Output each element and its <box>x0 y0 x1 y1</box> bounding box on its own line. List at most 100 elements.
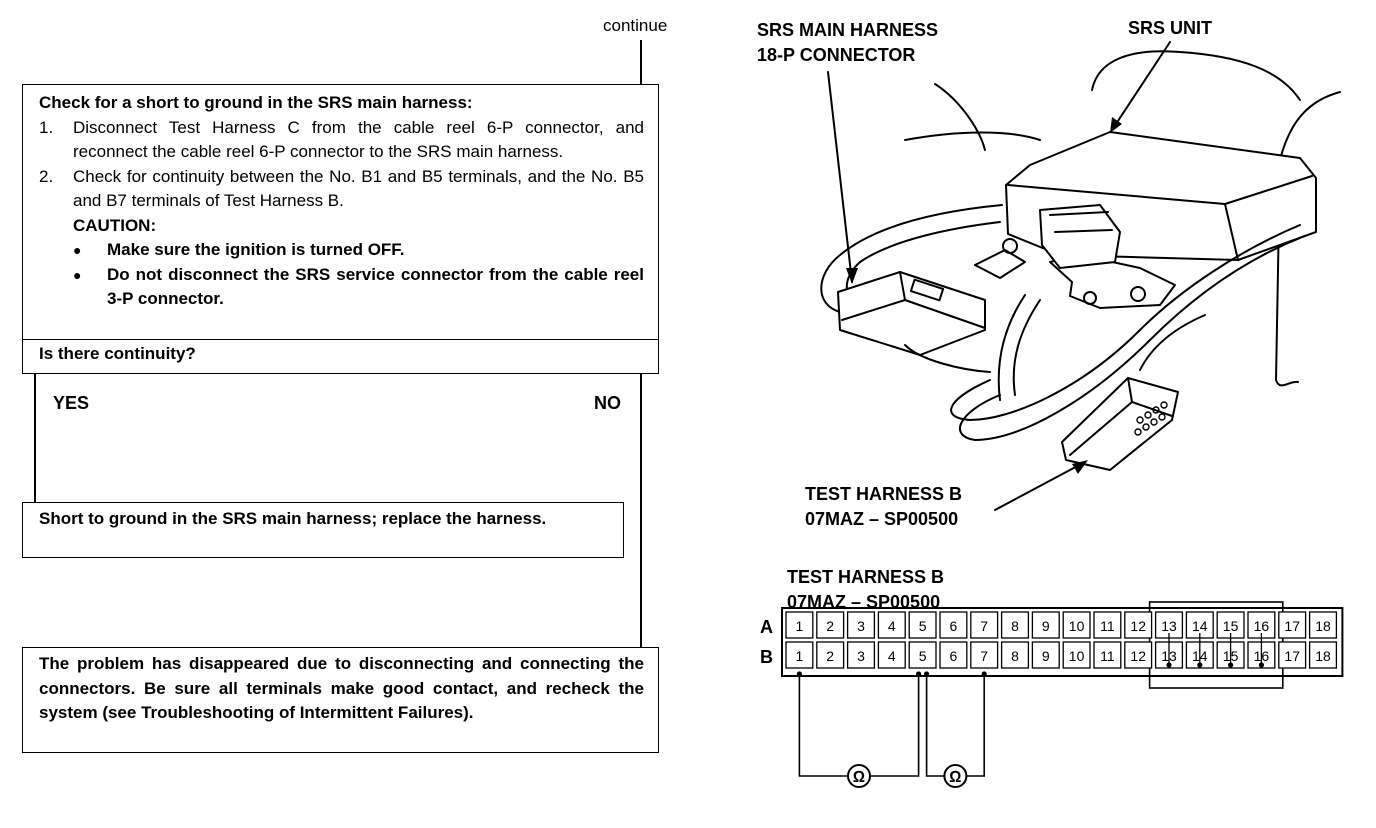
flow-line-top <box>640 40 642 84</box>
leader-line-srs-unit <box>1111 41 1171 131</box>
terminal-cell <box>908 611 937 639</box>
meter-lead-b1-b5 <box>798 674 920 777</box>
yes-result-box: Short to ground in the SRS main harness;… <box>22 502 624 558</box>
terminal-cell <box>816 641 845 669</box>
terminal-cell <box>816 611 845 639</box>
caution-text: Make sure the ignition is turned OFF. <box>107 240 405 259</box>
terminal-cell <box>1062 641 1091 669</box>
continue-label: continue <box>603 16 668 35</box>
arrowhead-icon <box>846 268 858 284</box>
step-number: 1. <box>39 117 54 137</box>
caution-item: ● Make sure the ignition is turned OFF. <box>39 238 644 263</box>
seat-outline <box>934 83 986 151</box>
bolt-icon <box>1130 286 1146 302</box>
terminal-cell <box>1278 641 1307 669</box>
floor-line <box>904 131 1041 141</box>
ohmmeter-symbol: Ω <box>949 769 961 786</box>
terminal-number: 12 <box>1130 618 1146 634</box>
step-text: Disconnect Test Harness C from the cable… <box>73 117 644 162</box>
seat-outline <box>1091 50 1301 101</box>
meter-lead-b5-b7 <box>925 674 985 777</box>
srs-unit-front-edge <box>1224 203 1239 261</box>
main-harness-callout-line1: SRS MAIN HARNESS <box>757 20 939 40</box>
terminal-number: 6 <box>950 618 958 634</box>
step-text: Check for continuity between the No. B1 … <box>73 166 644 211</box>
srs-unit-illustration <box>820 41 1341 511</box>
question-title: Check for a short to ground in the SRS m… <box>39 93 473 112</box>
yes-label: YES <box>53 393 90 413</box>
terminal-number: 9 <box>1042 648 1050 664</box>
terminal-number: 4 <box>888 618 896 634</box>
terminal-cell <box>785 641 814 669</box>
terminal-number: 15 <box>1223 618 1239 634</box>
harness-wire <box>1012 299 1041 396</box>
terminal-cell <box>939 641 968 669</box>
terminal-number: 18 <box>1315 648 1331 664</box>
main-harness-callout-line2: 18-P CONNECTOR <box>757 45 916 65</box>
connector-frame <box>781 607 1344 677</box>
yes-branch-line <box>34 374 36 502</box>
row-label: B <box>760 647 773 667</box>
test-harness-callout-line1: TEST HARNESS B <box>805 484 963 504</box>
mount-bracket-left <box>974 249 1026 279</box>
terminal-number: 9 <box>1042 618 1050 634</box>
test-harness-b-connector <box>1061 377 1179 471</box>
terminal-cell <box>1000 641 1030 669</box>
terminal-number: 1 <box>796 618 804 634</box>
terminal-cell <box>1093 641 1122 669</box>
terminal-number: 18 <box>1315 618 1331 634</box>
terminal-diagram-title-line1: TEST HARNESS B <box>787 567 945 587</box>
terminal-number: 16 <box>1254 618 1270 634</box>
harness-wire <box>1139 314 1206 371</box>
terminal-cell <box>1000 611 1030 639</box>
terminal-number: 3 <box>857 618 865 634</box>
terminal-number: 10 <box>1069 648 1085 664</box>
step-number: 2. <box>39 166 54 186</box>
no-label: NO <box>594 393 621 413</box>
test-harness-callout-line2: 07MAZ – SP00500 <box>805 509 959 529</box>
ohmmeter-icon <box>847 764 871 788</box>
terminal-cell <box>908 641 937 669</box>
terminal-number: 5 <box>919 648 927 664</box>
probe-dot <box>1258 662 1264 668</box>
harness-wire <box>950 224 1301 421</box>
terminal-cell <box>785 611 814 639</box>
caution-text: Do not disconnect the SRS service connec… <box>107 264 644 309</box>
caution-item: ● Do not disconnect the SRS service conn… <box>39 263 644 312</box>
harness-wire <box>959 237 1301 441</box>
bolt-icon <box>1002 238 1018 254</box>
step-item: 1. Disconnect Test Harness C from the ca… <box>39 116 644 165</box>
terminal-number: 1 <box>796 648 804 664</box>
terminal-cell <box>1031 641 1060 669</box>
harness-wire <box>997 294 1026 401</box>
question-divider <box>23 339 658 340</box>
terminal-number: 13 <box>1161 618 1177 634</box>
terminal-number: 2 <box>826 618 834 634</box>
terminal-number: 7 <box>980 618 988 634</box>
connector-latch <box>909 278 945 302</box>
harness-tail <box>904 344 991 373</box>
unit-connector <box>1039 204 1121 269</box>
arrowhead-icon <box>1072 460 1088 474</box>
terminal-cell <box>1124 641 1153 669</box>
terminal-cell <box>1308 641 1338 669</box>
terminal-number: 17 <box>1284 648 1300 664</box>
terminal-cell <box>877 641 906 669</box>
test-harness-callout: TEST HARNESS B 07MAZ – SP00500 <box>805 482 962 532</box>
ohmmeter-icon <box>943 764 968 788</box>
terminal-number: 10 <box>1069 618 1085 634</box>
probe-dot <box>1197 662 1203 668</box>
caution-label: CAUTION: <box>73 215 157 235</box>
terminal-cell <box>846 611 876 639</box>
terminal-number: 12 <box>1130 648 1146 664</box>
srs-unit-callout: SRS UNIT <box>1128 18 1213 38</box>
no-result-box: The problem has disappeared due to disco… <box>22 647 659 753</box>
row-label: A <box>760 617 773 637</box>
yes-result-text: Short to ground in the SRS main harness;… <box>39 509 547 528</box>
terminal-cell <box>1062 611 1091 639</box>
probe-dot <box>1228 662 1234 668</box>
no-result-text: The problem has disappeared due to disco… <box>39 654 644 722</box>
question-box: Check for a short to ground in the SRS m… <box>22 84 659 374</box>
leader-line-test-harness <box>994 461 1086 511</box>
leader-line-main-harness <box>827 71 853 283</box>
